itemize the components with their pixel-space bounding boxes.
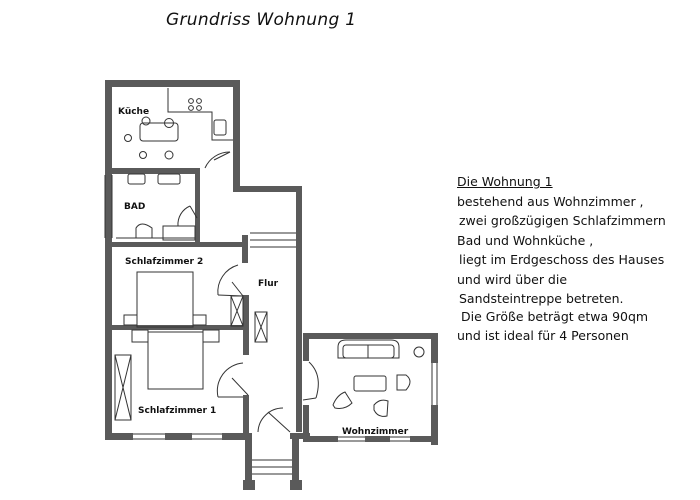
room-label-hall: Flur (258, 279, 279, 289)
description-line: Bad und Wohnküche , (457, 232, 594, 248)
wall-bed1-hall (243, 395, 249, 440)
chair (139, 151, 147, 159)
size-line: Die Größe beträgt etwa 90qm (461, 309, 649, 324)
armchair (332, 391, 353, 409)
wall-bottom-3 (222, 433, 252, 440)
description-line: liegt im Erdgeschoss des Hauses (459, 252, 665, 267)
wall-stub (242, 235, 248, 263)
chair (164, 150, 174, 160)
door-entry (257, 407, 284, 433)
sofa (337, 339, 400, 359)
wall-hall-right (296, 186, 302, 432)
wall-entry-right-top (290, 433, 310, 439)
door-bedroom2 (217, 264, 239, 296)
wall-living-right-top (431, 333, 438, 363)
lamp (413, 346, 425, 358)
wall-bath-right (195, 170, 200, 245)
size-line: und ist ideal für 4 Personen (457, 328, 629, 343)
coffee-table (353, 375, 387, 392)
room-label-bedroom2: Schlafzimmer 2 (125, 257, 203, 267)
wall-living-right-bottom (431, 405, 438, 445)
bath-sink (157, 173, 181, 185)
room-label-bedroom1: Schlafzimmer 1 (138, 406, 216, 416)
bed-bedroom1 (147, 331, 204, 390)
apartment-description: Die Wohnung 1 bestehend aus Wohnzimmer ,… (457, 172, 666, 309)
chair (124, 134, 132, 142)
wall-living-bottom-2 (365, 436, 390, 442)
description-line: bestehend aus Wohnzimmer , (457, 193, 644, 209)
chair (141, 116, 151, 126)
nightstand (202, 329, 220, 343)
door-bath (177, 205, 191, 227)
nightstand (192, 314, 207, 326)
description-line: Sandsteintreppe betreten. (459, 291, 624, 306)
kitchen-sink (213, 119, 227, 136)
door-living (308, 361, 319, 399)
wall-living-bottom-1 (303, 436, 338, 442)
description-heading: Die Wohnung 1 (457, 174, 553, 189)
description-line: zwei großzügigen Schlafzimmern (459, 213, 666, 228)
room-label-kitchen: Küche (118, 107, 149, 117)
wall-living-top (303, 333, 438, 339)
kitchen-counter (167, 88, 233, 141)
wall-bottom-1 (105, 433, 133, 440)
wall-top-kitchen (105, 80, 240, 87)
wall-bed-hall (243, 295, 249, 355)
bathtub (162, 225, 196, 241)
wardrobe (230, 295, 244, 327)
wardrobe (114, 354, 132, 421)
kitchen-table (139, 122, 179, 142)
bed-bedroom2 (136, 271, 194, 328)
room-label-bath: BAD (124, 202, 145, 212)
wall-kitchen-bath (105, 168, 200, 174)
wall-living-bottom-3 (410, 436, 438, 442)
wall-step (233, 186, 301, 192)
stove-burner (188, 98, 194, 104)
wall-entry-left (245, 433, 252, 488)
room-label-living: Wohnzimmer (342, 427, 409, 437)
armchair (373, 399, 389, 417)
wall-bath-bed2 (105, 242, 245, 247)
armchair (396, 374, 411, 391)
description-line: und wird über die (457, 271, 568, 287)
nightstand (131, 329, 149, 343)
wall-entry-right (292, 433, 299, 488)
page-title: Grundriss Wohnung 1 (166, 10, 357, 30)
wall-entry-post-left (243, 480, 255, 490)
chair (164, 118, 174, 128)
wall-living-left-bottom (303, 405, 309, 440)
door-kitchen (204, 151, 231, 169)
wall-bottom-2 (165, 433, 192, 440)
wall-right-kitchen (233, 80, 240, 190)
wall-entry-post-right (290, 480, 302, 490)
door-bedroom1 (216, 362, 244, 398)
size-info: Die Größe beträgt etwa 90qm und ist idea… (457, 307, 648, 345)
toilet (135, 223, 153, 238)
wall-left (105, 80, 112, 440)
bath-sink (127, 173, 146, 185)
nightstand (123, 314, 138, 326)
wardrobe (254, 311, 268, 343)
wall-living-left-top (303, 333, 309, 361)
